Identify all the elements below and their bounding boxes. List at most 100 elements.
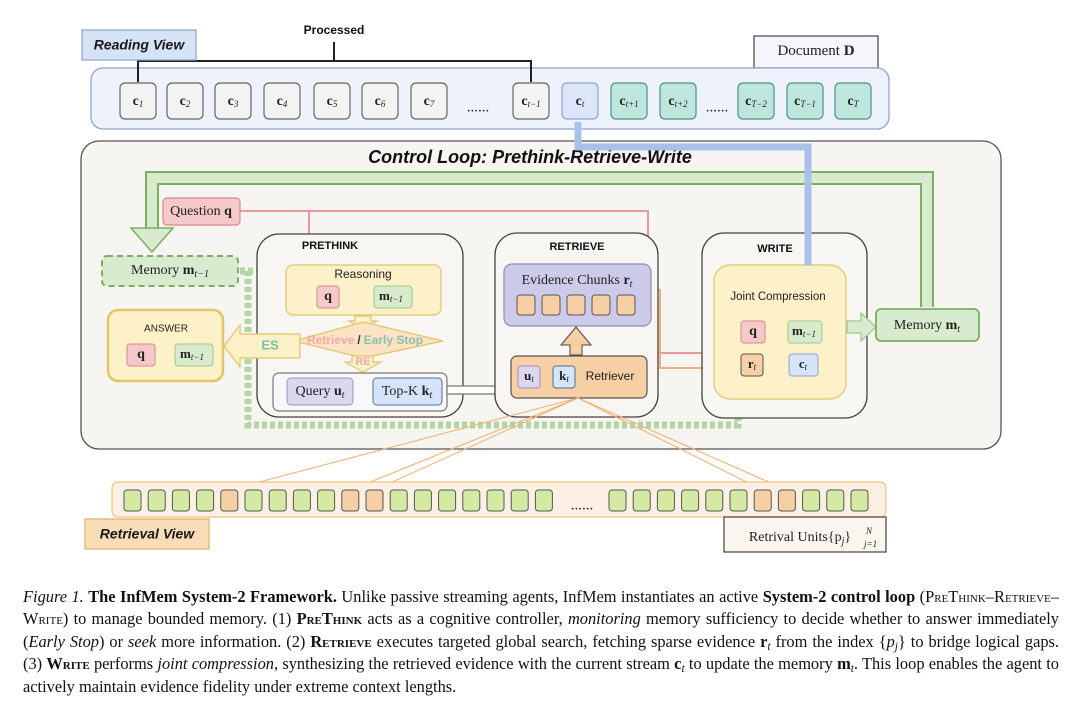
- chunk-label: c3: [228, 94, 239, 109]
- retriever-box: ut kt Retriever: [510, 355, 648, 399]
- retrieval-unit: [850, 489, 869, 512]
- retrieval-unit-selected: [753, 489, 772, 512]
- chunk-current: [561, 82, 599, 120]
- svg-text:WRITE: WRITE: [757, 243, 792, 255]
- svg-text:ct: ct: [799, 356, 808, 372]
- retrieval-view-tag: [84, 518, 210, 550]
- svg-text:q: q: [137, 347, 145, 362]
- svg-text:mt−1: mt−1: [180, 346, 204, 362]
- retrieval-unit: [802, 489, 821, 512]
- evidence-chunk: [591, 294, 611, 316]
- retrieval-unit: [171, 489, 190, 512]
- retrieval-unit: [147, 489, 166, 512]
- svg-text:kt: kt: [559, 368, 569, 384]
- processed-bracket: [137, 42, 532, 82]
- retrieval-unit: [317, 489, 336, 512]
- chunk-processed: [361, 82, 399, 120]
- chunk-label: cT: [847, 94, 859, 109]
- chunk-label: c6: [375, 94, 386, 109]
- chunk-label: ct+2: [668, 94, 688, 109]
- retrieval-unit: [534, 489, 553, 512]
- reading-ellipsis: ......: [467, 99, 490, 115]
- chunk-processed: [214, 82, 252, 120]
- svg-text:Query ut: Query ut: [295, 384, 344, 401]
- retrieval-unit-selected: [777, 489, 796, 512]
- control-loop-title: Control Loop: Prethink-Retrieve-Write: [368, 147, 692, 167]
- chunk-label: c4: [277, 94, 288, 109]
- retrieval-links: [229, 397, 788, 491]
- retrieval-unit: [486, 489, 505, 512]
- retrieval-unit: [729, 489, 748, 512]
- chunk-label: c7: [424, 94, 435, 109]
- retrieval-unit: [389, 489, 408, 512]
- svg-text:RETRIEVE: RETRIEVE: [549, 241, 604, 253]
- svg-text:Reasoning: Reasoning: [334, 267, 391, 281]
- chunk-last-processed: [512, 82, 550, 120]
- retrieval-unit: [196, 489, 215, 512]
- reasoning-box: Reasoning q mt−1: [285, 264, 442, 316]
- retrieval-unit: [681, 489, 700, 512]
- retrieval-unit: [632, 489, 651, 512]
- reading-view-label: Reading View: [94, 37, 186, 53]
- caption-figure-label: Figure 1.: [23, 587, 84, 606]
- svg-text:Retrieve/Early Stop: Retrieve/Early Stop: [307, 333, 423, 347]
- chunk-future: [786, 82, 824, 120]
- svg-text:q: q: [324, 289, 332, 304]
- svg-text:j=1: j=1: [863, 539, 877, 549]
- retrieval-unit: [705, 489, 724, 512]
- evidence-chunk: [541, 294, 561, 316]
- reading-ellipsis-2: ......: [706, 99, 729, 115]
- chunk-future: [737, 82, 775, 120]
- retrieve-stage: RETRIEVE Evidence Chunks rt ut kt Retrie…: [494, 232, 659, 418]
- retrieval-unit: [268, 489, 287, 512]
- retrieval-unit: [510, 489, 529, 512]
- chunk-label: cT−2: [745, 94, 767, 109]
- figure-caption: Figure 1. The InfMem System-2 Framework.…: [23, 587, 1060, 696]
- reading-view-tag: [81, 29, 197, 61]
- chunk-label: ct−1: [521, 94, 540, 109]
- processed-label: Processed: [304, 23, 365, 37]
- retriever-up-arrow: [559, 326, 593, 356]
- query-topk-box: Query ut Top-K kt: [272, 372, 448, 412]
- svg-text:Retriever: Retriever: [586, 369, 635, 383]
- retrieval-unit: [438, 489, 457, 512]
- retrieval-unit: [123, 489, 142, 512]
- svg-text:PRETHINK: PRETHINK: [302, 240, 358, 252]
- question-box: Question q: [162, 197, 241, 226]
- chunk-processed: [313, 82, 351, 120]
- answer-box: ANSWER q mt−1: [106, 308, 225, 383]
- chunk-processed: [119, 82, 157, 120]
- svg-text:q: q: [749, 324, 757, 339]
- write-to-memory-arrow: [846, 311, 877, 343]
- svg-text:Evidence Chunks rt: Evidence Chunks rt: [522, 273, 633, 290]
- svg-text:Joint Compression: Joint Compression: [730, 291, 825, 303]
- memory-next-box: Memory mt: [875, 308, 980, 342]
- joint-compression-box: [713, 264, 847, 400]
- svg-text:ut: ut: [524, 368, 534, 384]
- retrieval-unit-selected: [220, 489, 239, 512]
- retrieval-view: ...... Retrieval View Retrival Units{pj}…: [84, 481, 887, 553]
- chunk-future: [610, 82, 648, 120]
- retrieval-view-label: Retrieval View: [100, 526, 196, 542]
- svg-text:N: N: [865, 526, 873, 536]
- retrieval-unit: [656, 489, 675, 512]
- document-label: Document D: [777, 43, 854, 59]
- svg-text:ANSWER: ANSWER: [144, 324, 188, 335]
- caption-title: The InfMem System-2 Framework.: [88, 587, 337, 606]
- retrieval-unit-selected: [365, 489, 384, 512]
- retrieval-unit: [826, 489, 845, 512]
- chunk-future: [659, 82, 697, 120]
- evidence-chunks-box: Evidence Chunks rt: [503, 263, 652, 327]
- memory-feedback-arrowhead: [129, 227, 175, 254]
- chunk-processed: [410, 82, 448, 120]
- chunk-label: c1: [133, 94, 144, 109]
- write-stage: WRITE Joint Compression q mt−1 rt ct: [701, 147, 868, 419]
- retrieval-unit: [244, 489, 263, 512]
- retrieval-unit: [413, 489, 432, 512]
- chunk-label: c5: [327, 94, 338, 109]
- prethink-stage: PRETHINK Reasoning q mt−1 Retrieve/Early…: [256, 233, 464, 418]
- retrieval-units-tag: [723, 516, 887, 553]
- memory-prev-box: Memory mt−1: [101, 255, 239, 287]
- retrieval-link: [577, 397, 763, 491]
